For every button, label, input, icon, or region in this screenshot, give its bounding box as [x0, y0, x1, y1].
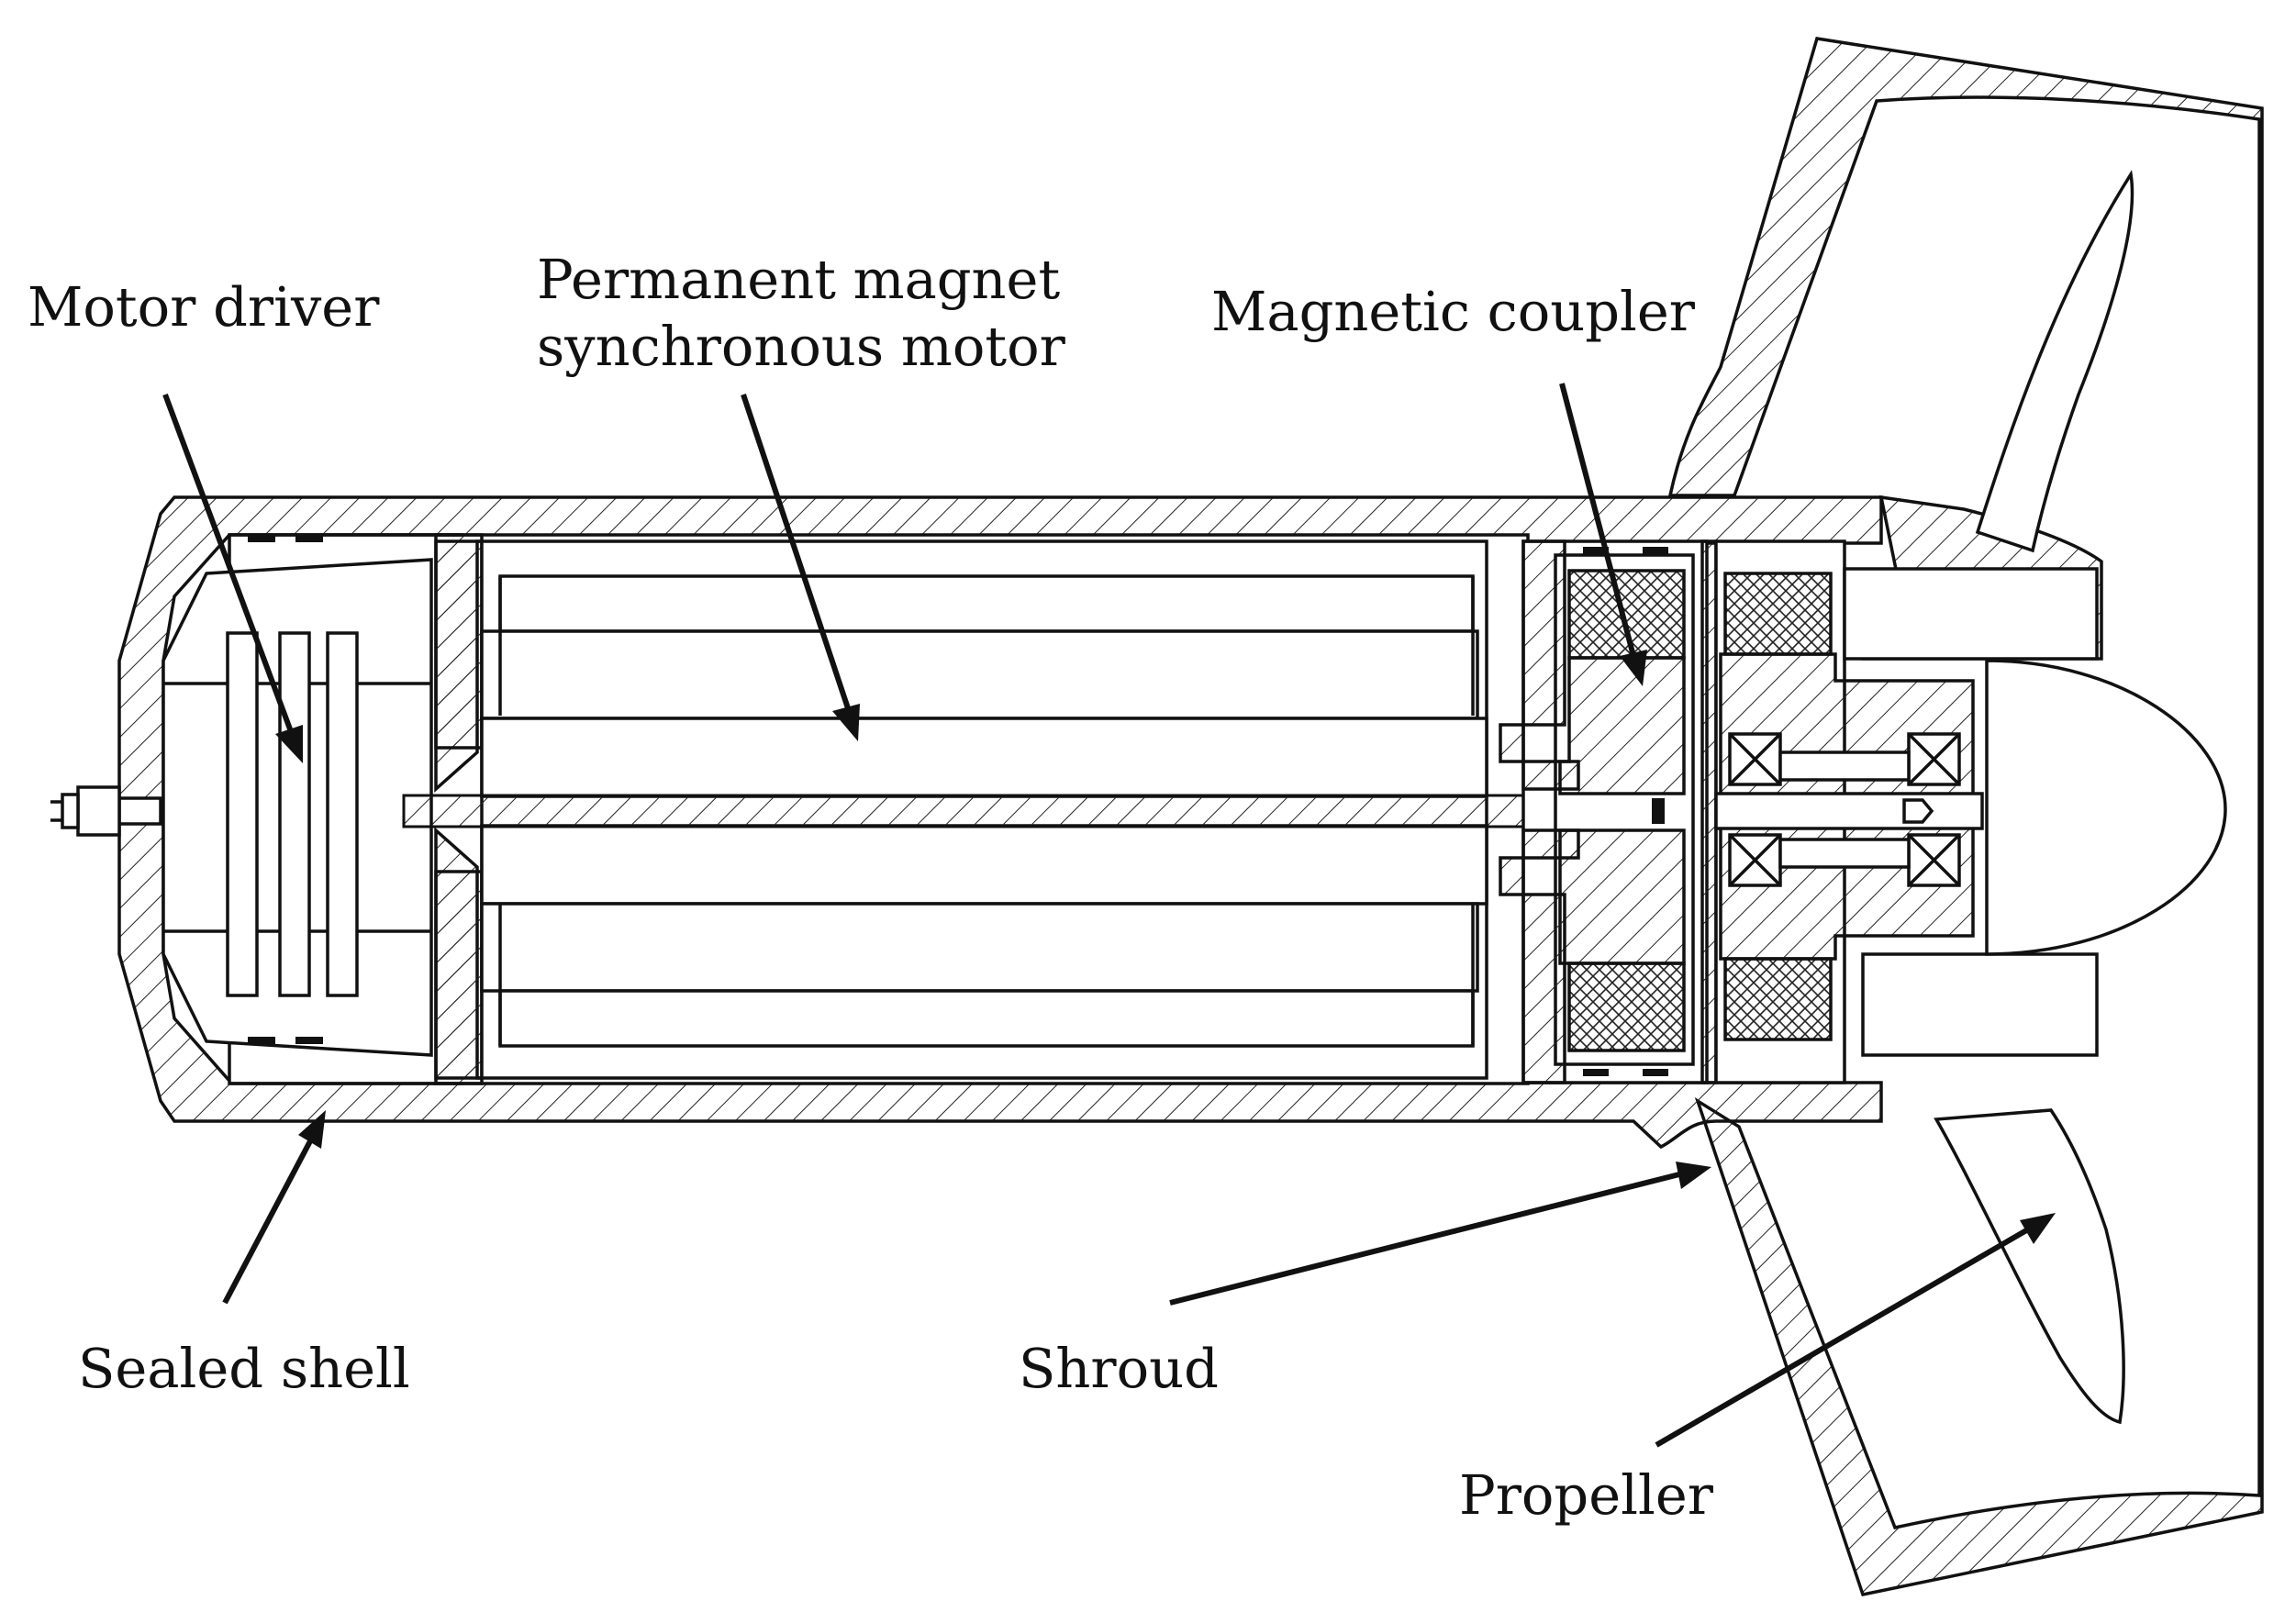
- arrowhead-icon: [1676, 1162, 1711, 1189]
- shroud-body: [1667, 37, 2264, 1597]
- propeller-blades: [1843, 170, 2227, 1425]
- arrowhead-icon: [1620, 650, 1647, 686]
- arrowhead-icon: [275, 725, 303, 763]
- bearing-icon: [1728, 732, 1961, 887]
- arrow-pmsm: [741, 394, 852, 712]
- cable-connector: [50, 785, 162, 837]
- main-shaft: [402, 794, 1672, 828]
- label-motor-driver: Motor driver: [28, 275, 380, 339]
- arrowhead-icon: [2020, 1213, 2056, 1244]
- arrow-magnetic-coupler: [1559, 383, 1636, 657]
- propeller-hub: [1714, 539, 1984, 1084]
- arrow-shroud: [1169, 1172, 1680, 1306]
- bulkhead: [434, 533, 484, 1085]
- label-pmsm-line1: Permanent magnet: [537, 248, 1060, 311]
- motor-driver: [162, 535, 433, 1057]
- leader-arrows: [162, 383, 2056, 1448]
- arrow-sealed-shell: [222, 1136, 315, 1305]
- magnetic-coupler: [1499, 539, 1718, 1084]
- arrow-propeller: [1655, 1227, 2030, 1448]
- label-propeller: Propeller: [1459, 1463, 1714, 1527]
- label-magnetic-coupler: Magnetic coupler: [1211, 280, 1696, 343]
- arrowhead-icon: [832, 704, 860, 741]
- arrow-motor-driver: [162, 393, 295, 736]
- arrowhead-icon: [298, 1110, 326, 1149]
- label-pmsm-line2: synchronous motor: [537, 315, 1066, 378]
- label-sealed-shell: Sealed shell: [78, 1337, 410, 1400]
- label-shroud: Shroud: [1019, 1337, 1219, 1400]
